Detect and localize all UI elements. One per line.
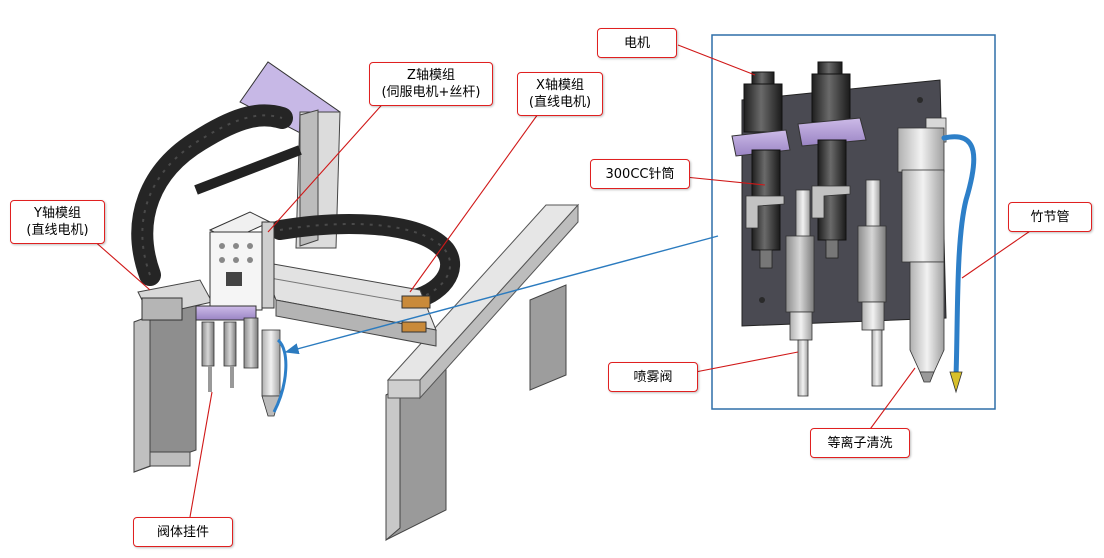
label-motor: 电机 xyxy=(623,35,650,51)
callout-x-axis-module: X轴模组 (直线电机) xyxy=(517,72,603,116)
callout-spray-valve: 喷雾阀 xyxy=(608,362,698,392)
label-valve-mount: 阀体挂件 xyxy=(156,524,209,540)
callout-bamboo-tube: 竹节管 xyxy=(1008,202,1092,232)
label-y-axis-line2: (直线电机) xyxy=(26,223,89,238)
label-plasma-cleaning: 等离子清洗 xyxy=(827,435,893,451)
zoom-arrow xyxy=(284,235,719,355)
label-z-axis-line2: (伺服电机+丝杆) xyxy=(381,85,481,100)
gantry-machine xyxy=(131,61,580,542)
label-bamboo-tube: 竹节管 xyxy=(1030,209,1070,225)
label-y-axis-line1: Y轴模组 xyxy=(34,206,81,221)
detail-assembly xyxy=(731,61,977,397)
callout-plasma-cleaning: 等离子清洗 xyxy=(810,428,910,458)
callout-y-axis-module: Y轴模组 (直线电机) xyxy=(10,200,105,244)
label-syringe-300cc: 300CC针筒 xyxy=(605,166,675,182)
callout-motor: 电机 xyxy=(597,28,677,58)
callout-valve-mount: 阀体挂件 xyxy=(133,517,233,547)
label-x-axis-line2: (直线电机) xyxy=(528,95,592,110)
label-z-axis-line1: Z轴模组 xyxy=(407,68,455,83)
callout-z-axis-module: Z轴模组 (伺服电机+丝杆) xyxy=(369,62,493,106)
label-spray-valve: 喷雾阀 xyxy=(633,369,673,385)
callout-syringe-300cc: 300CC针筒 xyxy=(590,159,690,189)
label-x-axis-line1: X轴模组 xyxy=(536,78,584,93)
